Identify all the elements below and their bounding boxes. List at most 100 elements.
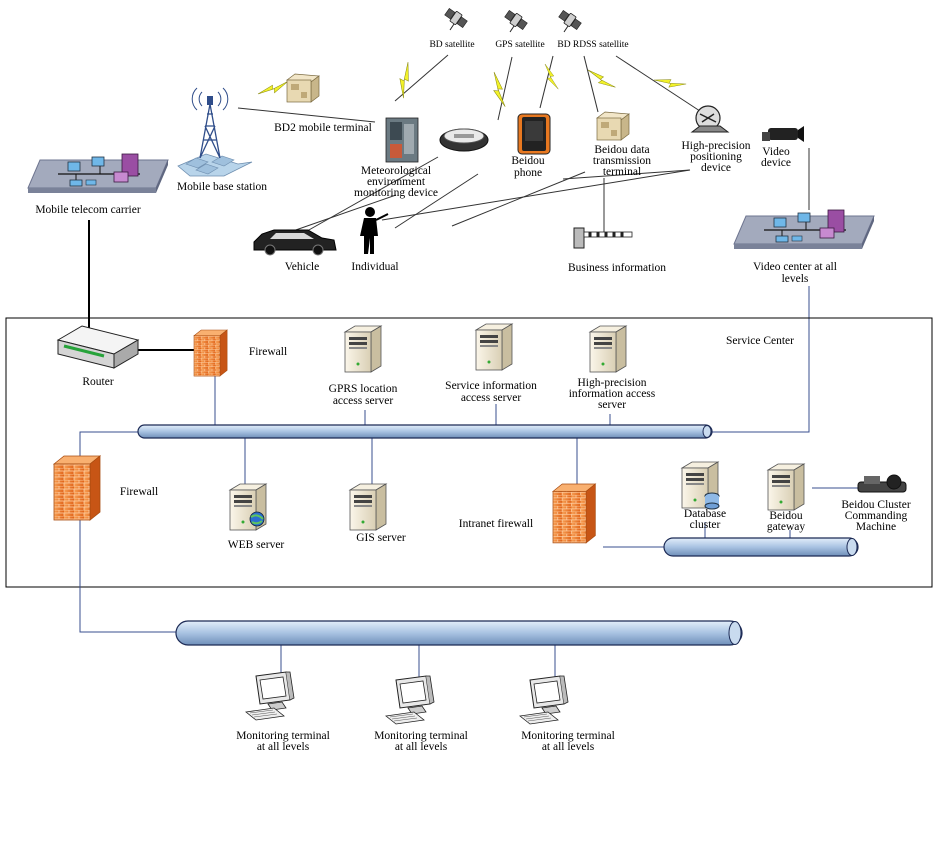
video-center-label-2: levels (782, 273, 809, 285)
individual-phone-link (394, 173, 479, 229)
video-center-label-1: Video center at all (753, 261, 837, 273)
monitoring-terminal-2-label-1: Monitoring terminal (374, 730, 468, 742)
gis-server-icon (349, 483, 387, 531)
bd2-mobile-terminal-icon (286, 73, 320, 103)
beidou-data-terminal-icon (596, 111, 630, 141)
monitoring-terminal-1-label-1: Monitoring terminal (236, 730, 330, 742)
monitoring-terminal-icon (385, 675, 435, 725)
mobile-carrier-label: Mobile telecom carrier (35, 204, 141, 216)
service-info-server-label-2: access server (461, 392, 522, 404)
mobile-base-station-label: Mobile base station (177, 181, 267, 193)
beidou-phone-label-2: phone (514, 167, 542, 179)
service-center-frame (5, 317, 933, 588)
firewall-top-icon (193, 329, 228, 377)
video-device-label-2: device (761, 157, 791, 169)
terminal-hp-link (562, 169, 691, 180)
base-station-tower-icon (177, 87, 253, 177)
gis-server-label: GIS server (356, 532, 406, 544)
firewall-top-label: Firewall (249, 346, 287, 358)
high-precision-label-2: positioning (690, 151, 742, 163)
bd-satellite-label: BD satellite (429, 40, 474, 50)
router-label: Router (82, 376, 113, 388)
individual-icon (360, 207, 389, 254)
intranet-firewall-icon (552, 483, 596, 544)
rdss-terminal-link (583, 55, 599, 113)
vehicle-label: Vehicle (285, 261, 319, 273)
service-center-label: Service Center (726, 335, 794, 347)
beidou-cluster-label-1: Beidou Cluster (841, 499, 910, 511)
router-icon (56, 325, 140, 369)
bd2-mobile-terminal-label: BD2 mobile terminal (274, 122, 372, 134)
firewall-left-label: Firewall (120, 486, 158, 498)
video-center-lan-icon (733, 209, 875, 250)
gps-satellite-icon (504, 9, 528, 33)
rdss-phone-link (539, 55, 554, 109)
beidou-data-terminal-label-3: terminal (603, 166, 641, 178)
video-camera-icon (762, 126, 804, 142)
bd-satellite-icon (444, 7, 468, 31)
lightning-icon (653, 66, 687, 98)
video-device-label-1: Video (762, 146, 790, 158)
high-precision-server-label-2: information access (569, 388, 656, 400)
beidou-gateway-icon (767, 463, 805, 511)
beidou-cluster-label-2: Commanding (845, 510, 908, 522)
beidou-cluster-machine-icon (857, 474, 907, 493)
high-precision-server-label-1: High-precision (578, 377, 647, 389)
meteorological-label-1: Meteorological (361, 165, 431, 177)
individual-terminal-link (451, 171, 586, 227)
database-cluster-icon (681, 461, 720, 510)
database-bus (663, 537, 859, 557)
firewall-left-icon (53, 455, 101, 521)
beidou-data-terminal-label-2: transmission (593, 155, 651, 167)
intranet-firewall-label: Intranet firewall (459, 518, 533, 530)
web-server-icon (229, 483, 267, 531)
business-barrier-icon (573, 227, 633, 249)
beidou-data-terminal-label-1: Beidou data (594, 144, 649, 156)
rdss-hp-link (615, 55, 707, 116)
beidou-gateway-label-1: Beidou (769, 510, 802, 522)
meteorological-label-3: monitoring device (354, 187, 438, 199)
monitoring-terminal-icon (245, 671, 295, 721)
individual-hp-link (381, 169, 691, 221)
bd-rdss-satellite-label: BD RDSS satellite (557, 40, 628, 50)
vehicle-met-link (289, 194, 397, 233)
beidou-phone-icon (517, 113, 551, 155)
beidou-gateway-label-2: gateway (767, 521, 806, 533)
meteorological-device-icon (385, 117, 419, 163)
video-center-bus-link (712, 286, 810, 433)
lightning-icon (388, 61, 424, 99)
high-precision-device-icon (690, 105, 730, 133)
vehicle-icon (253, 229, 337, 256)
beidou-phone-label-1: Beidou (511, 155, 544, 167)
individual-label: Individual (351, 261, 398, 273)
bd-rdss-satellite-icon (558, 9, 582, 33)
service-info-server-label-1: Service information (445, 380, 537, 392)
monitoring-terminal-1-label-2: at all levels (257, 741, 310, 753)
high-precision-label-3: device (701, 162, 731, 174)
gprs-server-label-1: GPRS location (329, 383, 398, 395)
meteorological-label-2: environment (367, 176, 426, 188)
gnss-receiver-icon (439, 128, 489, 152)
service-info-server-icon (475, 323, 513, 371)
gps-sat-link (497, 56, 513, 121)
business-information-label: Business information (568, 262, 666, 274)
beidou-cluster-label-3: Machine (856, 521, 896, 533)
high-precision-server-label-3: server (598, 399, 626, 411)
base-bd2-link (237, 107, 376, 123)
high-precision-label-1: High-precision (682, 140, 751, 152)
lightning-icon (257, 76, 289, 99)
lightning-icon (485, 71, 514, 107)
gprs-server-icon (344, 325, 382, 373)
main-bus (137, 424, 713, 439)
vehicle-gnss-link (299, 156, 439, 236)
mobile-carrier-lan-icon (27, 153, 169, 194)
database-cluster-label-2: cluster (690, 519, 721, 531)
high-precision-server-icon (589, 325, 627, 373)
gprs-server-label-2: access server (333, 395, 394, 407)
monitoring-terminal-3-label-1: Monitoring terminal (521, 730, 615, 742)
monitoring-terminal-2-label-2: at all levels (395, 741, 448, 753)
database-cluster-label-1: Database (684, 508, 726, 520)
monitoring-bus (175, 620, 743, 646)
gps-satellite-label: GPS satellite (495, 40, 544, 50)
